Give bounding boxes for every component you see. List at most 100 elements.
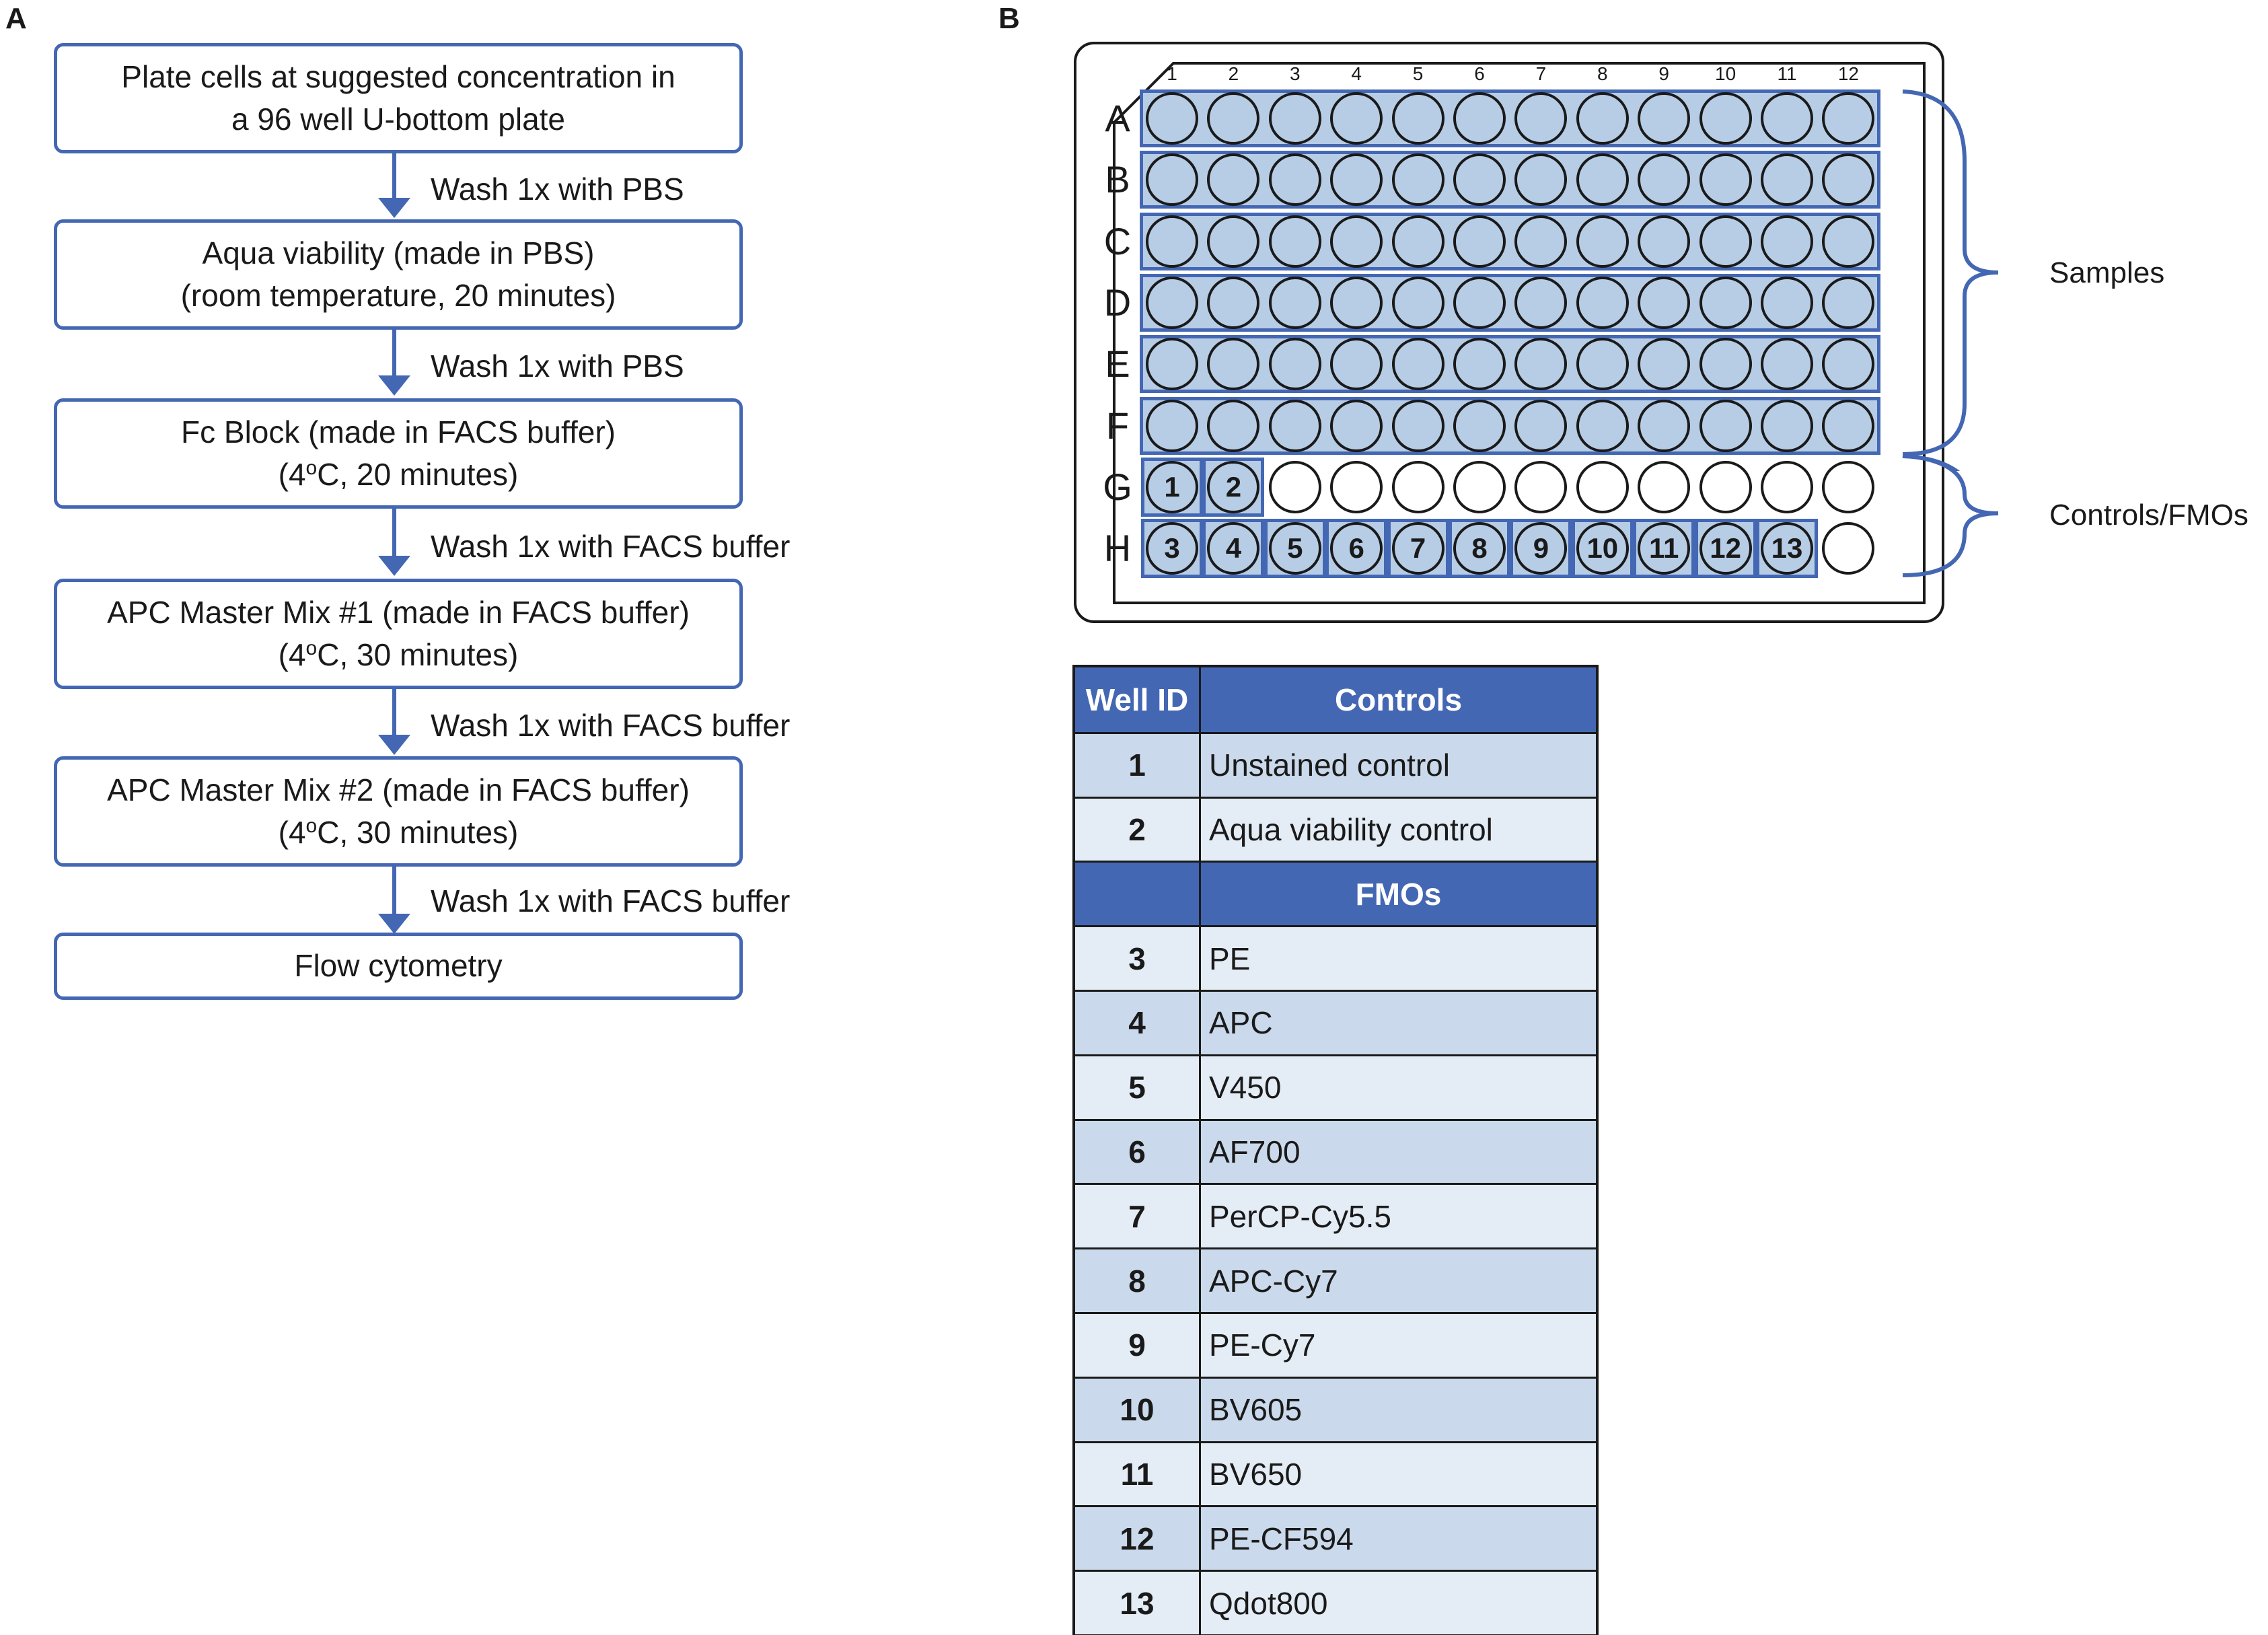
control-name-cell: APC-Cy7 (1209, 1263, 1338, 1299)
control-well: 3 (1146, 522, 1198, 575)
degree-sup: o (305, 815, 318, 837)
sample-well (1638, 338, 1691, 391)
well-id-cell: 12 (1075, 1507, 1201, 1570)
workflow-step-flow-cytometry: Flow cytometry (54, 933, 743, 1000)
column-number: 11 (1777, 63, 1797, 84)
sample-well (1761, 276, 1813, 329)
sample-well (1268, 338, 1321, 391)
control-name-cell: BV605 (1209, 1392, 1303, 1428)
table-subheader-row: FMOs (1075, 861, 1596, 926)
step-text: C, 20 minutes) (317, 457, 519, 492)
control-well: 4 (1207, 522, 1260, 575)
well-id-cell: 6 (1075, 1120, 1201, 1184)
sample-well (1699, 153, 1752, 207)
step-line: (4oC, 20 minutes) (279, 453, 519, 496)
sample-well (1207, 276, 1260, 329)
control-name-cell: PE (1209, 941, 1251, 976)
sample-well (1207, 92, 1260, 145)
sample-well (1638, 153, 1691, 207)
well-id-cell: 3 (1075, 927, 1201, 990)
workflow-step-plate-cells: Plate cells at suggested concentration i… (54, 43, 743, 153)
step-line: Plate cells at suggested concentration i… (121, 59, 675, 94)
sample-well (1822, 215, 1875, 268)
sample-well (1391, 276, 1444, 329)
row-label: F (1105, 404, 1130, 447)
control-name-cell: PE-CF594 (1209, 1521, 1354, 1556)
control-well: 11 (1638, 522, 1691, 575)
well-id-cell: 4 (1075, 992, 1201, 1054)
sample-well (1330, 153, 1383, 207)
row-label: C (1103, 219, 1132, 262)
sample-well (1146, 153, 1198, 207)
column-number: 10 (1715, 63, 1736, 84)
row-label: D (1103, 281, 1132, 324)
control-name-cell: AF700 (1209, 1134, 1301, 1169)
step-line: (4oC, 30 minutes) (279, 811, 519, 854)
empty-well (1330, 460, 1383, 513)
sample-well (1391, 215, 1444, 268)
empty-well (1822, 522, 1875, 575)
step-line: Fc Block (made in FACS buffer) (181, 414, 616, 449)
wash-label: Wash 1x with FACS buffer (431, 708, 791, 743)
wash-label: Wash 1x with PBS (431, 349, 684, 384)
empty-well (1638, 460, 1691, 513)
control-well: 9 (1514, 522, 1568, 575)
step-line: APC Master Mix #2 (made in FACS buffer) (107, 772, 690, 807)
sample-row-strip (1140, 89, 1881, 147)
wash-label: Wash 1x with FACS buffer (431, 529, 791, 564)
control-well: 5 (1268, 522, 1321, 575)
arrow (392, 509, 396, 557)
empty-well (1699, 460, 1752, 513)
degree-sup: o (305, 637, 318, 659)
sample-well (1453, 338, 1506, 391)
well-id-cell: Well ID (1075, 667, 1201, 732)
workflow-step-apc-mix-1: APC Master Mix #1 (made in FACS buffer) … (54, 579, 743, 689)
control-well: 2 (1207, 460, 1260, 513)
sample-well (1391, 153, 1444, 207)
column-number: 3 (1290, 63, 1301, 84)
control-name-cell: Unstained control (1209, 748, 1450, 783)
step-line: Flow cytometry (294, 948, 503, 984)
sample-row-strip (1140, 212, 1881, 270)
sample-well (1638, 276, 1691, 329)
sample-well (1761, 92, 1813, 145)
arrow (392, 689, 396, 736)
sample-well (1576, 338, 1629, 391)
column-number: 8 (1597, 63, 1608, 84)
sample-well (1207, 399, 1260, 452)
sample-well (1761, 215, 1813, 268)
control-name-cell: Aqua viability control (1209, 811, 1493, 847)
sample-well (1699, 215, 1752, 268)
well-id-cell: 9 (1075, 1314, 1201, 1377)
sample-well (1514, 153, 1568, 207)
sample-well (1268, 276, 1321, 329)
control-name-cell: Qdot800 (1209, 1585, 1328, 1621)
control-well: 1 (1146, 460, 1198, 513)
sample-well (1514, 338, 1568, 391)
samples-bracket (1902, 89, 1999, 471)
sample-well (1146, 92, 1198, 145)
column-number: 6 (1474, 63, 1485, 84)
sample-well (1514, 276, 1568, 329)
sample-well (1146, 338, 1198, 391)
column-number: 2 (1228, 63, 1239, 84)
sample-well (1699, 399, 1752, 452)
sample-well (1207, 338, 1260, 391)
step-text: (4 (278, 457, 306, 492)
control-name-cell: PE-Cy7 (1209, 1328, 1316, 1363)
sample-well (1391, 338, 1444, 391)
empty-well (1268, 460, 1321, 513)
sample-well (1638, 92, 1691, 145)
workflow-step-fc-block: Fc Block (made in FACS buffer) (4oC, 20 … (54, 398, 743, 509)
